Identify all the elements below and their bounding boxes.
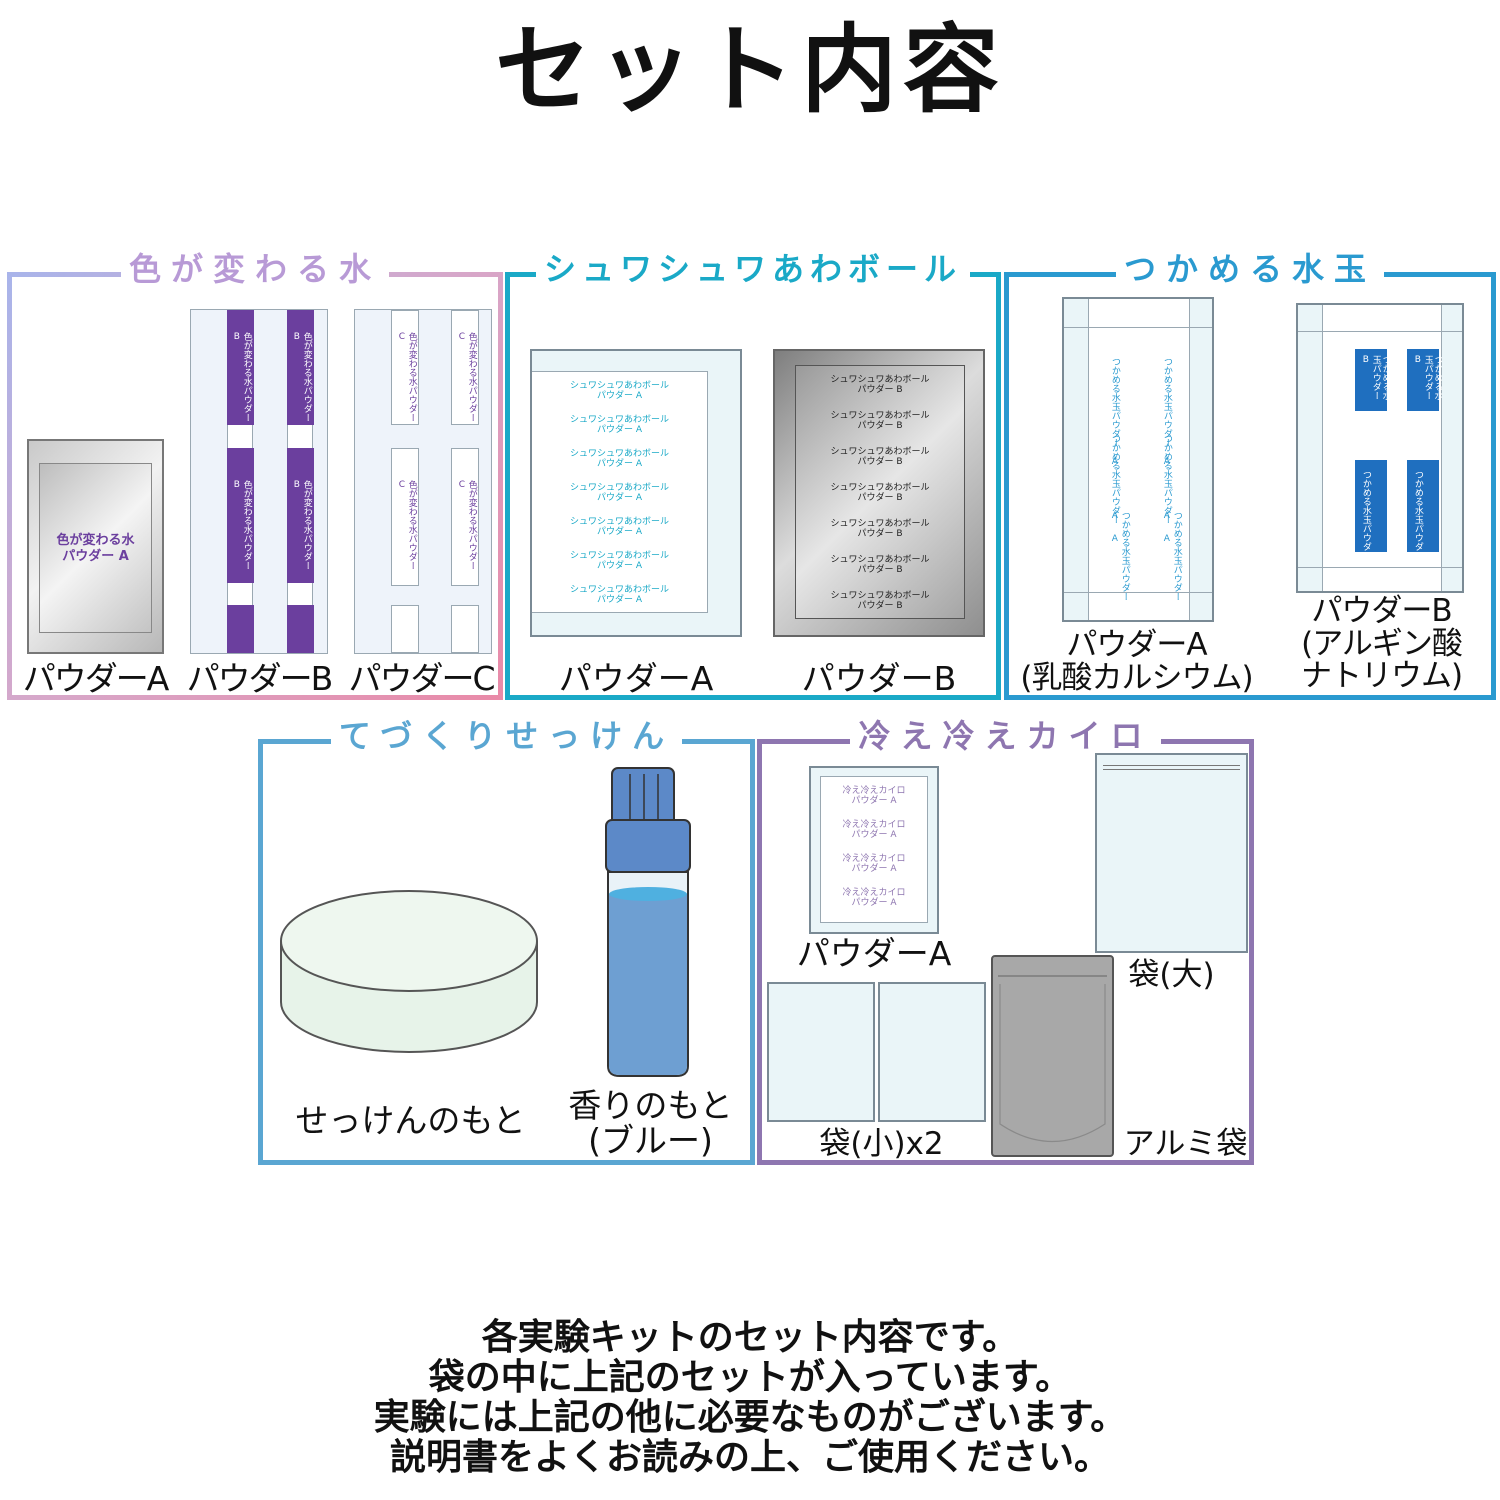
section-title-tezukuri: てづくりせっけん [330,717,683,755]
label-shuwa-powder-a: パウダーA [558,659,714,698]
tsukameru-a-text-3: つかめる水玉パウダー A [1109,434,1120,544]
strip-c-text-2: 色が変わる水パウダー C [456,332,477,422]
packet-text-line: シュワシュワあわボール パウダー A [569,517,669,538]
label-hie-powder-a: パウダーA [796,934,952,973]
packet-text-line: シュワシュワあわボール パウダー B [830,519,930,540]
shuwa-powder-b-packet: シュワシュワあわボール パウダー B シュワシュワあわボール パウダー B シュワシ… [773,349,985,637]
packet-text-line: 冷え冷えカイロ パウダー A [842,854,906,875]
label-aluminum-bag: アルミ袋 [1123,1126,1248,1162]
strip-c-text-1: 色が変わる水パウダー C [396,332,417,422]
label-tsukameru-powder-b: パウダーB (アルギン酸 ナトリウム) [1300,593,1463,695]
tsukameru-b-text-2: つかめる水玉パウダー B [1412,355,1442,400]
label-tsukameru-powder-a: パウダーA (乳酸カルシウム) [1020,627,1253,696]
packet-text-line: シュワシュワあわボール パウダー B [830,591,930,612]
packet-text-line: シュワシュワあわボール パウダー A [569,585,669,606]
section-title-hie: 冷え冷えカイロ [850,717,1161,755]
soap-base-illustration [280,890,538,1053]
strip-b-text-4: 色が変わる水パウダー B [291,480,312,570]
footer-note: 各実験キットのセット内容です。 袋の中に上記のセットが入っています。 実験には上… [373,1317,1127,1478]
label-iro-powder-c: パウダーC [348,659,495,698]
packet-text-line: シュワシュワあわボール パウダー A [569,449,669,470]
label-shuwa-powder-b: パウダーB [801,659,957,698]
packet-text-line: シュワシュワあわボール パウダー A [569,551,669,572]
packet-text-line: 冷え冷えカイロ パウダー A [842,820,906,841]
packet-text-line: シュワシュワあわボール パウダー B [830,447,930,468]
tsukameru-powder-b-sheet: つかめる水玉パウダー B つかめる水玉パウダー B つかめる水玉パウダー B つ… [1296,303,1464,593]
tsukameru-a-text-1: つかめる水玉パウダー A [1109,357,1120,467]
bag-large [1095,753,1248,953]
section-title-tsukameru: つかめる水玉 [1115,250,1384,288]
strip-c-text-4: 色が変わる水パウダー C [456,480,477,570]
bag-small-1 [767,982,875,1122]
strip-b-text-1: 色が変わる水パウダー B [231,332,252,422]
packet-text-line: シュワシュワあわボール パウダー B [830,375,930,396]
powder-b-sheet: 色が変わる水パウダー B 色が変わる水パウダー B 色が変わる水パウダー B 色… [190,309,328,654]
packet-text-line: 冷え冷えカイロ パウダー A [842,786,906,807]
label-bag-small: 袋(小)x2 [819,1126,944,1162]
packet-text-line: シュワシュワあわボール パウダー A [569,415,669,436]
packet-text-line: シュワシュワあわボール パウダー B [830,555,930,576]
hie-powder-a-packet: 冷え冷えカイロ パウダー A 冷え冷えカイロ パウダー A 冷え冷えカイロ パウダー… [809,766,939,934]
powder-c-sheet: 色が変わる水パウダー C 色が変わる水パウダー C 色が変わる水パウダー C 色… [354,309,492,654]
strip-c-text-3: 色が変わる水パウダー C [396,480,417,570]
tsukameru-b-text-1: つかめる水玉パウダー B [1360,355,1390,400]
powder-a-packet: 色が変わる水 パウダー A [27,439,164,654]
section-title-iro: 色が変わる水 [120,250,389,288]
tsukameru-a-text-2: つかめる水玉パウダー A [1161,357,1172,467]
section-tezukuri: てづくりせっけん せっけんのもと 香りのもと (ブルー) [258,717,755,1165]
packet-text-line: シュワシュワあわボール パウダー B [830,411,930,432]
packet-text-line: シュワシュワあわボール パウダー A [569,381,669,402]
label-iro-powder-a: パウダーA [22,659,170,698]
aluminum-bag-illustration [991,955,1114,1157]
label-soap-base: せっけんのもと [295,1101,526,1140]
section-title-shuwa: シュワシュワあわボール [535,250,970,288]
tsukameru-a-text-6: つかめる水玉パウダー A [1161,511,1182,601]
packet-text-line: 冷え冷えカイロ パウダー A [842,888,906,909]
shuwa-powder-a-packet: シュワシュワあわボール パウダー A シュワシュワあわボール パウダー A シュワシ… [530,349,742,637]
label-scent: 香りのもと (ブルー) [568,1086,733,1160]
section-tsukameru: つかめる水玉 つかめる水玉パウダー A つかめる水玉パウダー A つかめる水玉パ… [1004,250,1496,700]
strip-b-text-2: 色が変わる水パウダー B [291,332,312,422]
label-bag-large: 袋(大) [1128,957,1215,993]
tsukameru-b-text-3: つかめる水玉パウダー B [1360,470,1371,580]
powder-a-packet-text: 色が変わる水 パウダー A [56,533,135,564]
packet-text-line: シュワシュワあわボール パウダー A [569,483,669,504]
bag-small-2 [878,982,986,1122]
tsukameru-powder-a-sheet: つかめる水玉パウダー A つかめる水玉パウダー A つかめる水玉パウダー A つ… [1062,297,1214,622]
label-iro-powder-b: パウダーB [186,659,334,698]
tsukameru-b-text-4: つかめる水玉パウダー B [1412,470,1423,580]
tsukameru-a-text-5: つかめる水玉パウダー A [1109,511,1130,601]
packet-text-line: シュワシュワあわボール パウダー B [830,483,930,504]
strip-b-text-3: 色が変わる水パウダー B [231,480,252,570]
section-iro: 色が変わる水 色が変わる水 パウダー A 色が変わる水パウダー B 色が変わる水… [7,250,503,700]
page-title: セット内容 [495,14,1005,126]
tsukameru-a-text-4: つかめる水玉パウダー A [1161,434,1172,544]
scent-bottle-illustration [605,767,691,1077]
